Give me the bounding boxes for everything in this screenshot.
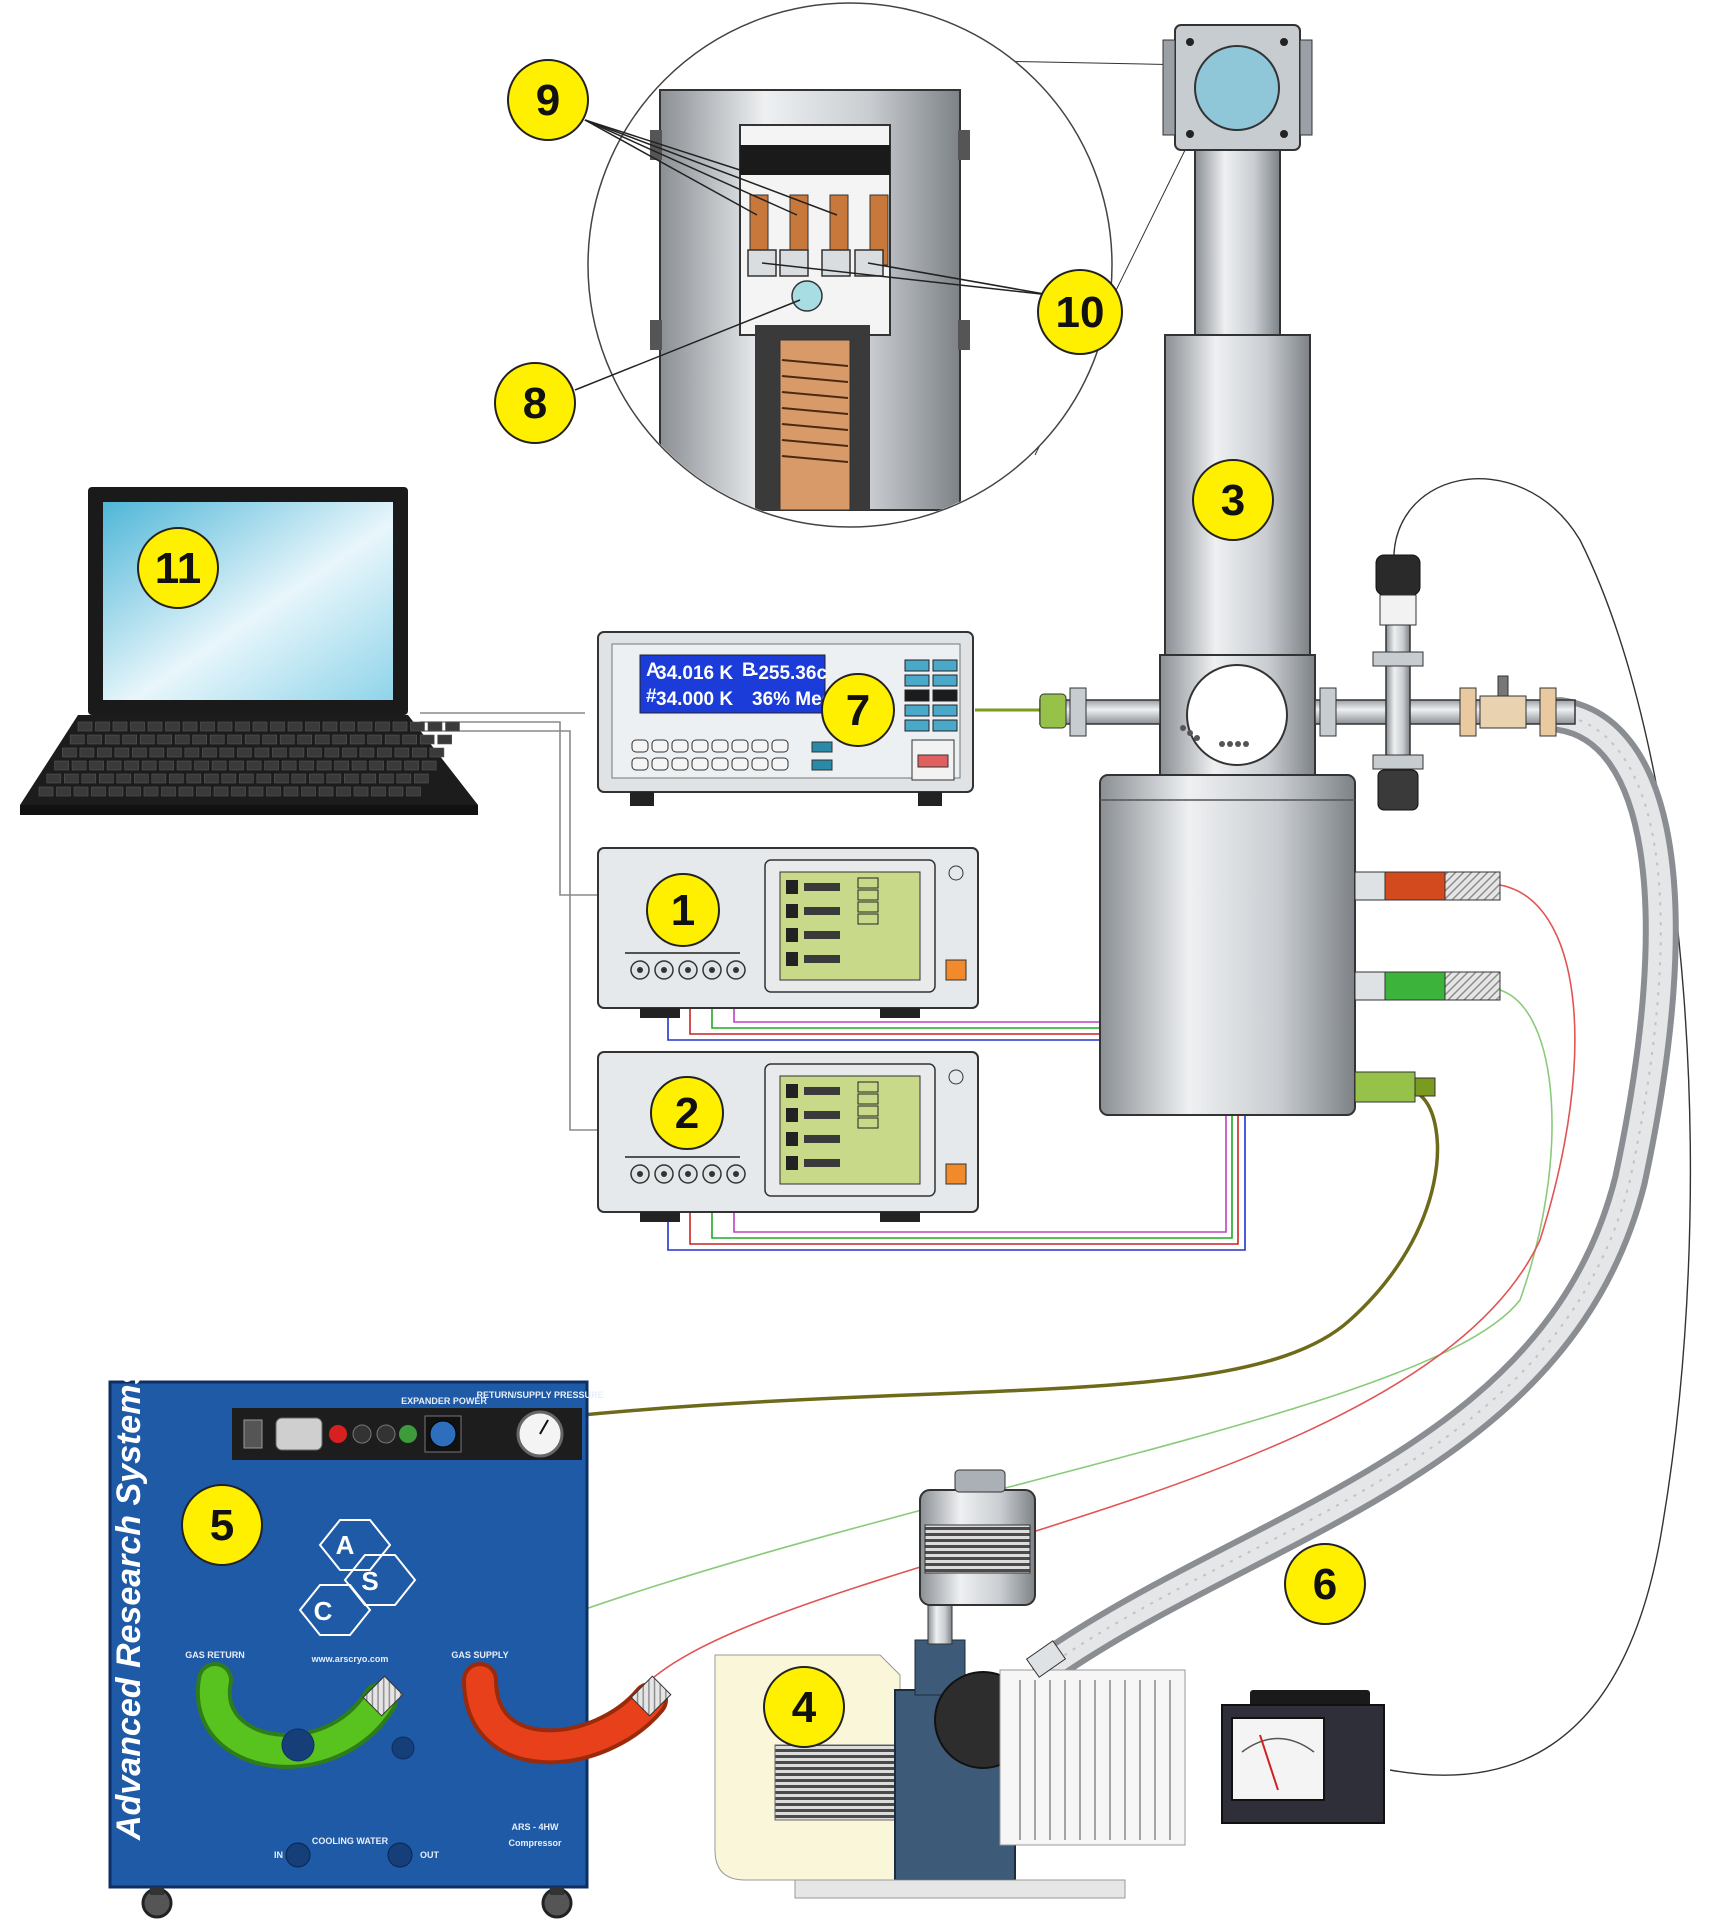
callout-6-label: 6: [1313, 1560, 1337, 1609]
gas-return-label: GAS RETURN: [185, 1650, 245, 1660]
laptop-screen: [103, 502, 393, 700]
ars-logo: [298, 1519, 417, 1636]
callout-7: 7: [821, 673, 895, 747]
callout-2: 2: [650, 1076, 724, 1150]
controller-buttons: [631, 659, 958, 771]
callout-3: 3: [1192, 459, 1274, 541]
callout-layer: 1 2 3 4 5 6 7 8 9 10 11: [137, 59, 1366, 1748]
callout-4-label: 4: [792, 1683, 817, 1732]
cryostat: [1039, 24, 1576, 1116]
compressor: EXPANDER POWER RETURN/SUPPLY PRESSURE Ad…: [108, 1288, 672, 1919]
callout-3-label: 3: [1221, 476, 1245, 525]
display-line1-value2: -255.36c: [752, 663, 827, 684]
callout-6: 6: [1284, 1543, 1366, 1625]
laptop: [20, 487, 478, 815]
callout-7-badge: [821, 673, 895, 747]
measurement-unit-2: [597, 1051, 979, 1222]
callout-2-label: 2: [675, 1089, 699, 1138]
callout-5: 5: [181, 1484, 263, 1566]
callout-1: 1: [646, 873, 720, 947]
display-line1-value: 34.016 K: [656, 663, 733, 684]
callout-9-label: 9: [536, 76, 560, 125]
logo-letter-c: C: [314, 1596, 333, 1626]
logo-letter-a: A: [336, 1530, 355, 1560]
callout-7-label: 7: [846, 686, 870, 735]
out-label: OUT: [420, 1850, 440, 1860]
display-line1-b: B: [742, 660, 756, 681]
display-line2-a: #: [646, 686, 657, 707]
callout-8-badge: [494, 362, 576, 444]
display-line1-a: A: [646, 660, 660, 681]
vacuum-gauge-meter: [1221, 1690, 1385, 1824]
brand-text: Advanced Research Systems, Inc.: [110, 1288, 148, 1841]
website-text: www.arscryo.com: [311, 1654, 389, 1664]
temperature-controller: A 34.016 K B -255.36c # 34.000 K 36% Med: [597, 631, 974, 806]
callout-8-label: 8: [523, 379, 547, 428]
expander-power-label: EXPANDER POWER: [401, 1396, 487, 1406]
callout-10: 10: [1037, 269, 1123, 355]
vacuum-pump: [714, 1469, 1186, 1899]
callout-6-badge: [1284, 1543, 1366, 1625]
callout-10-label: 10: [1056, 288, 1105, 337]
callout-10-badge: [1037, 269, 1123, 355]
callout-9-badge: [507, 59, 589, 141]
callout-9: 9: [507, 59, 589, 141]
laptop-keyboard: [38, 721, 460, 797]
in-label: IN: [274, 1850, 283, 1860]
display-line2-value: 34.000 K: [656, 689, 733, 710]
callout-11-label: 11: [155, 544, 202, 593]
callout-1-label: 1: [671, 886, 695, 935]
gas-supply-label: GAS SUPPLY: [451, 1650, 508, 1660]
callout-1-badge: [646, 873, 720, 947]
callout-11-badge: [137, 527, 219, 609]
callout-4-badge: [763, 1666, 845, 1748]
callout-8: 8: [494, 362, 576, 444]
callout-3-badge: [1192, 459, 1274, 541]
sensor-disc: [791, 280, 823, 312]
sample-holders: [749, 194, 889, 266]
callout-4: 4: [763, 1666, 845, 1748]
sample-stage-zoom: [574, 2, 1191, 528]
cooling-water-label: COOLING WATER: [312, 1836, 389, 1846]
controller-display: [639, 654, 826, 714]
pressure-label: RETURN/SUPPLY PRESSURE: [476, 1390, 603, 1400]
callout-11: 11: [137, 527, 219, 609]
callout-2-badge: [650, 1076, 724, 1150]
model-label: ARS - 4HW: [512, 1822, 560, 1832]
callout-5-badge: [181, 1484, 263, 1566]
display-line2-value2: 36% Med: [752, 689, 833, 710]
model-sub-label: Compressor: [508, 1838, 562, 1848]
callout-5-label: 5: [210, 1501, 234, 1550]
logo-letter-s: S: [361, 1566, 378, 1596]
